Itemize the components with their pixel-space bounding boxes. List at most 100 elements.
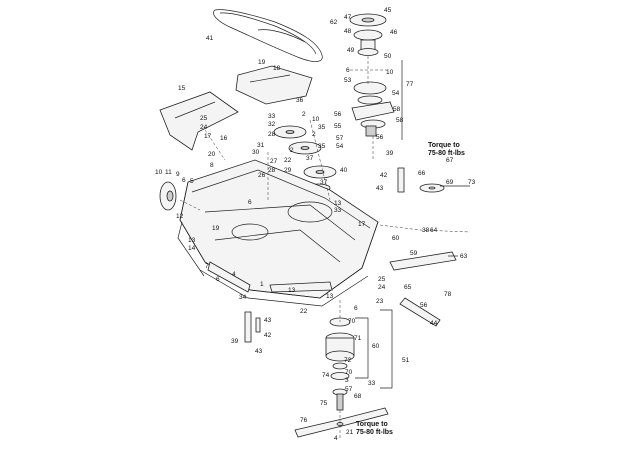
callout-22: 22	[300, 308, 308, 315]
anti-scalp-arm	[389, 251, 458, 327]
callout-54: 54	[392, 90, 400, 97]
callout-30: 30	[252, 149, 260, 156]
callout-49: 49	[347, 47, 355, 54]
blade-spindle-assembly	[325, 317, 355, 411]
callout-6: 6	[182, 177, 186, 184]
callout-16: 16	[220, 135, 228, 142]
callout-34: 34	[239, 294, 247, 301]
torque-note-upper: Torque to 75-80 ft-lbs	[428, 142, 465, 157]
torque-note-line2: 75-80 ft-lbs	[356, 429, 393, 436]
callout-38: 38	[422, 227, 430, 234]
callout-39: 39	[231, 338, 239, 345]
belt-cover-right	[235, 65, 313, 105]
deck-hanger-bracket	[244, 311, 261, 343]
callout-1: 1	[260, 281, 264, 288]
callout-4: 4	[232, 271, 236, 278]
callout-39: 39	[386, 150, 394, 157]
callout-10: 10	[155, 169, 163, 176]
callout-55: 55	[334, 123, 342, 130]
callout-45: 45	[384, 7, 392, 14]
callout-59: 59	[410, 250, 418, 257]
group-brackets	[355, 60, 403, 389]
assembly-guide-lines	[179, 56, 471, 440]
callout-5: 5	[190, 178, 194, 185]
callout-69: 69	[446, 179, 454, 186]
callout-17: 17	[204, 133, 212, 140]
callout-37: 37	[320, 179, 328, 186]
callout-56: 56	[420, 302, 428, 309]
callout-60: 60	[392, 235, 400, 242]
callout-44: 44	[430, 320, 438, 327]
callout-67: 67	[446, 157, 454, 164]
spindle-pulley-stack	[349, 13, 387, 56]
callout-29: 29	[284, 167, 292, 174]
callout-65: 65	[404, 284, 412, 291]
callout-17: 17	[358, 221, 366, 228]
callout-42: 42	[264, 332, 272, 339]
torque-note-line1: Torque to	[428, 142, 460, 149]
callout-14: 14	[188, 245, 196, 252]
callout-56: 56	[334, 111, 342, 118]
deck-pulleys	[273, 125, 337, 193]
callout-77: 77	[406, 81, 414, 88]
callout-72: 72	[344, 357, 352, 364]
callout-56: 56	[376, 134, 384, 141]
callout-32: 32	[268, 121, 276, 128]
callout-68: 68	[354, 393, 362, 400]
belt-cover-left	[159, 91, 239, 151]
callout-8: 8	[210, 162, 214, 169]
callout-73: 73	[468, 179, 476, 186]
callout-74: 74	[322, 372, 330, 379]
callout-23: 23	[376, 298, 384, 305]
callout-18: 18	[273, 65, 281, 72]
callout-58: 58	[393, 106, 401, 113]
callout-48: 48	[344, 28, 352, 35]
callout-20: 20	[208, 151, 216, 158]
callout-26: 26	[258, 172, 266, 179]
callout-7: 7	[205, 263, 209, 270]
callout-6: 6	[216, 276, 220, 283]
deck-skid-bars	[207, 261, 333, 293]
callout-75: 75	[320, 400, 328, 407]
callout-35: 35	[318, 124, 326, 131]
callout-25: 25	[378, 276, 386, 283]
callout-6: 6	[248, 199, 252, 206]
callout-47: 47	[344, 14, 352, 21]
callout-70: 70	[345, 369, 353, 376]
callout-58: 58	[396, 117, 404, 124]
callout-6: 6	[346, 67, 350, 74]
callout-28: 28	[268, 167, 276, 174]
callout-24: 24	[200, 124, 208, 131]
callout-2: 2	[312, 131, 316, 138]
callout-28: 28	[268, 131, 276, 138]
callout-50: 50	[384, 53, 392, 60]
callout-13: 13	[326, 293, 334, 300]
callout-60: 60	[372, 343, 380, 350]
torque-note-lower: Torque to 75-80 ft-lbs	[356, 421, 393, 436]
callout-54: 54	[336, 143, 344, 150]
callout-57: 57	[336, 135, 344, 142]
mower-deck	[177, 159, 379, 307]
torque-note-line2: 75-80 ft-lbs	[428, 150, 465, 157]
callout-57: 57	[345, 386, 353, 393]
callout-64: 64	[430, 227, 438, 234]
callout-62: 62	[330, 19, 338, 26]
callout-37: 37	[306, 155, 314, 162]
callout-19: 19	[258, 59, 266, 66]
callout-13: 13	[288, 287, 296, 294]
callout-3: 3	[345, 377, 349, 384]
callout-43: 43	[376, 185, 384, 192]
callout-36: 36	[296, 97, 304, 104]
callout-15: 15	[178, 85, 186, 92]
callout-46: 46	[390, 29, 398, 36]
callout-19: 19	[212, 225, 220, 232]
callout-31: 31	[257, 142, 265, 149]
callout-33: 33	[368, 380, 376, 387]
callout-43: 43	[255, 348, 263, 355]
callout-9: 9	[176, 171, 180, 178]
callout-78: 78	[444, 291, 452, 298]
callout-70: 70	[348, 318, 356, 325]
callout-21: 21	[346, 429, 354, 436]
